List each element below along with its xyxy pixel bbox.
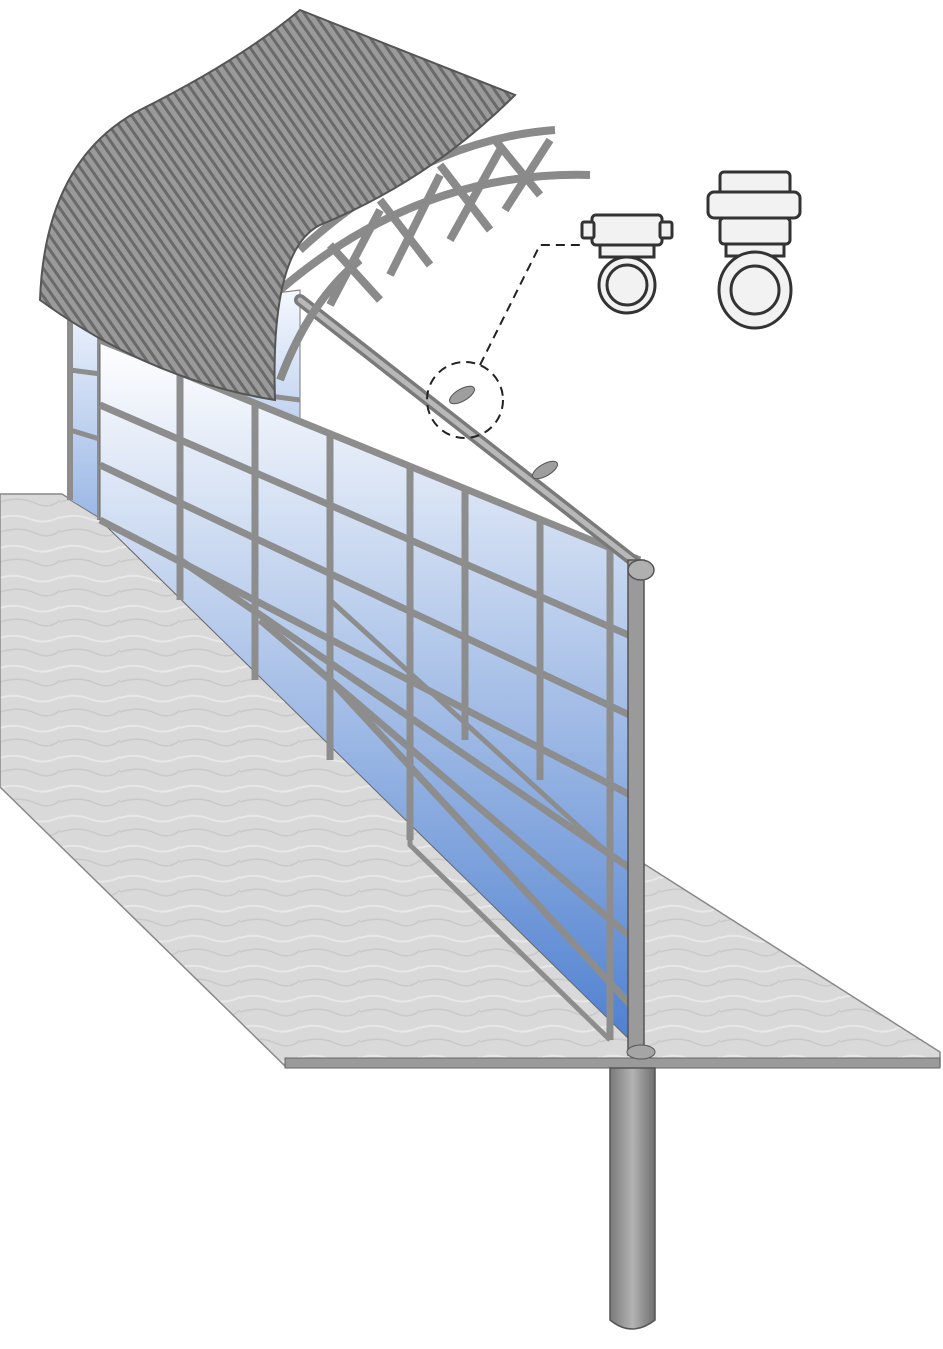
concrete-pier-footing [609, 1067, 656, 1330]
clamp-detail-double [706, 170, 802, 330]
corrugated-curved-canopy [38, 8, 517, 402]
end-post [626, 559, 656, 1060]
clamp-detail-single [580, 213, 674, 315]
top-rail [294, 294, 651, 576]
clamp-detail-callout [426, 244, 585, 439]
clamp-marker [449, 385, 475, 405]
clamp-marker [532, 460, 558, 480]
